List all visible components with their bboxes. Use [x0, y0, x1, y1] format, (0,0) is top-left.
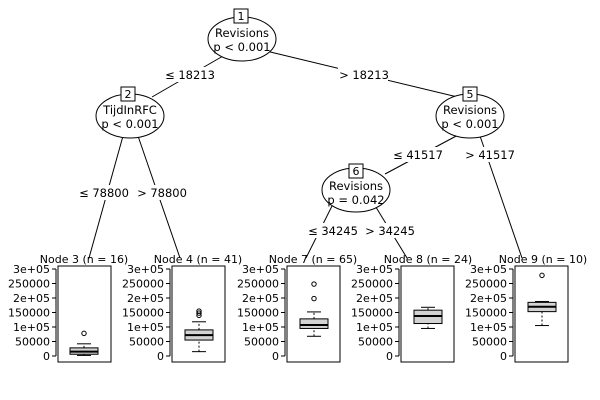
- inner-node-5: 5 Revisions p < 0.001: [435, 86, 505, 139]
- terminal-title: Node 8 (n = 24): [384, 253, 472, 266]
- outlier-point: [81, 330, 87, 337]
- terminal-title: Node 3 (n = 16): [40, 253, 128, 266]
- node-pvalue: p = 0.042: [327, 193, 384, 207]
- tick-label: 3e+05: [470, 263, 507, 276]
- node-id: 1: [238, 10, 245, 23]
- tick-label: 50000: [129, 336, 164, 349]
- edge-label-6-8: > 34245: [365, 224, 415, 238]
- node-pvalue: p < 0.001: [441, 117, 498, 131]
- boxplot-marks: [299, 281, 329, 337]
- boxplot-marks: [184, 308, 214, 353]
- box: [299, 318, 329, 329]
- node-id: 6: [353, 165, 360, 178]
- terminal-title: Node 4 (n = 41): [154, 253, 242, 266]
- tick-label: 1e+05: [470, 321, 507, 334]
- tick-label: 2e+05: [13, 292, 50, 305]
- node-id-box: [462, 86, 478, 102]
- tick-label: 50000: [472, 336, 507, 349]
- boxplot-marks: [69, 330, 99, 356]
- tick-label: 1e+05: [242, 321, 279, 334]
- node-pvalue: p < 0.001: [213, 40, 270, 54]
- node-variable: Revisions: [215, 26, 269, 40]
- tick-label: 2e+05: [470, 292, 507, 305]
- outlier-point: [196, 310, 202, 316]
- tick-label: 1e+05: [13, 321, 50, 334]
- tick-label: 3e+05: [356, 263, 393, 276]
- plot-frame: [514, 265, 569, 363]
- outlier-point: [196, 308, 202, 314]
- inner-node-6: 6 Revisions p = 0.042: [321, 163, 391, 213]
- tick-label: 0: [386, 350, 393, 363]
- tick-label: 0: [157, 350, 164, 363]
- tick-label: 0: [43, 350, 50, 363]
- tick-label: 250000: [237, 278, 279, 291]
- tick-label: 250000: [351, 278, 393, 291]
- tick-label: 150000: [8, 307, 50, 320]
- boxplot-marks: [527, 272, 557, 327]
- tick-label: 250000: [8, 278, 50, 291]
- outlier-point: [311, 295, 317, 302]
- tick-label: 1e+05: [356, 321, 393, 334]
- tick-label: 0: [272, 350, 279, 363]
- tick-label: 50000: [358, 336, 393, 349]
- edge-label-5-6: ≤ 41517: [393, 148, 443, 162]
- tick-label: 50000: [244, 336, 279, 349]
- node-variable: Revisions: [329, 179, 383, 193]
- tick-label: 1e+05: [127, 321, 164, 334]
- edge-label-1-5: > 18213: [339, 68, 389, 82]
- node-id-box: [348, 163, 364, 179]
- edge-label-6-7: ≤ 34245: [308, 224, 358, 238]
- tick-label: 2e+05: [242, 292, 279, 305]
- node-variable: TijdInRFC: [102, 103, 157, 117]
- edges: [88, 49, 523, 259]
- node-pvalue: p < 0.001: [101, 117, 158, 131]
- boxplot-marks: [413, 306, 443, 329]
- tick-label: 2e+05: [356, 292, 393, 305]
- inner-node-2: 2 TijdInRFC p < 0.001: [95, 86, 165, 139]
- tick-label: 150000: [122, 307, 164, 320]
- edge-label-2-4: > 78800: [137, 186, 187, 200]
- edge-labels: ≤ 18213 > 18213 ≤ 78800 > 78800 ≤ 41517 …: [79, 67, 515, 238]
- terminal-title: Node 9 (n = 10): [499, 253, 587, 266]
- outlier-point: [539, 272, 545, 279]
- tick-label: 150000: [237, 307, 279, 320]
- outlier-point: [311, 281, 317, 287]
- edge-label-2-3: ≤ 78800: [79, 186, 129, 200]
- node-id-box: [120, 86, 136, 102]
- plot-frame: [171, 265, 226, 363]
- tick-label: 0: [500, 350, 507, 363]
- edge-label-1-2: ≤ 18213: [165, 68, 215, 82]
- tick-label: 250000: [122, 278, 164, 291]
- node-id: 2: [125, 88, 132, 101]
- node-id-box: [233, 8, 249, 24]
- inner-node-1: 1 Revisions p < 0.001: [207, 8, 277, 62]
- tick-label: 50000: [15, 336, 50, 349]
- tick-label: 3e+05: [242, 263, 279, 276]
- tick-label: 250000: [465, 278, 507, 291]
- edge-label-5-9: > 41517: [465, 148, 515, 162]
- tick-label: 150000: [465, 307, 507, 320]
- tick-label: 3e+05: [127, 263, 164, 276]
- tick-label: 3e+05: [13, 263, 50, 276]
- node-id: 5: [467, 88, 474, 101]
- tick-label: 150000: [351, 307, 393, 320]
- tick-label: 2e+05: [127, 292, 164, 305]
- terminal-title: Node 7 (n = 65): [269, 253, 357, 266]
- node-variable: Revisions: [443, 103, 497, 117]
